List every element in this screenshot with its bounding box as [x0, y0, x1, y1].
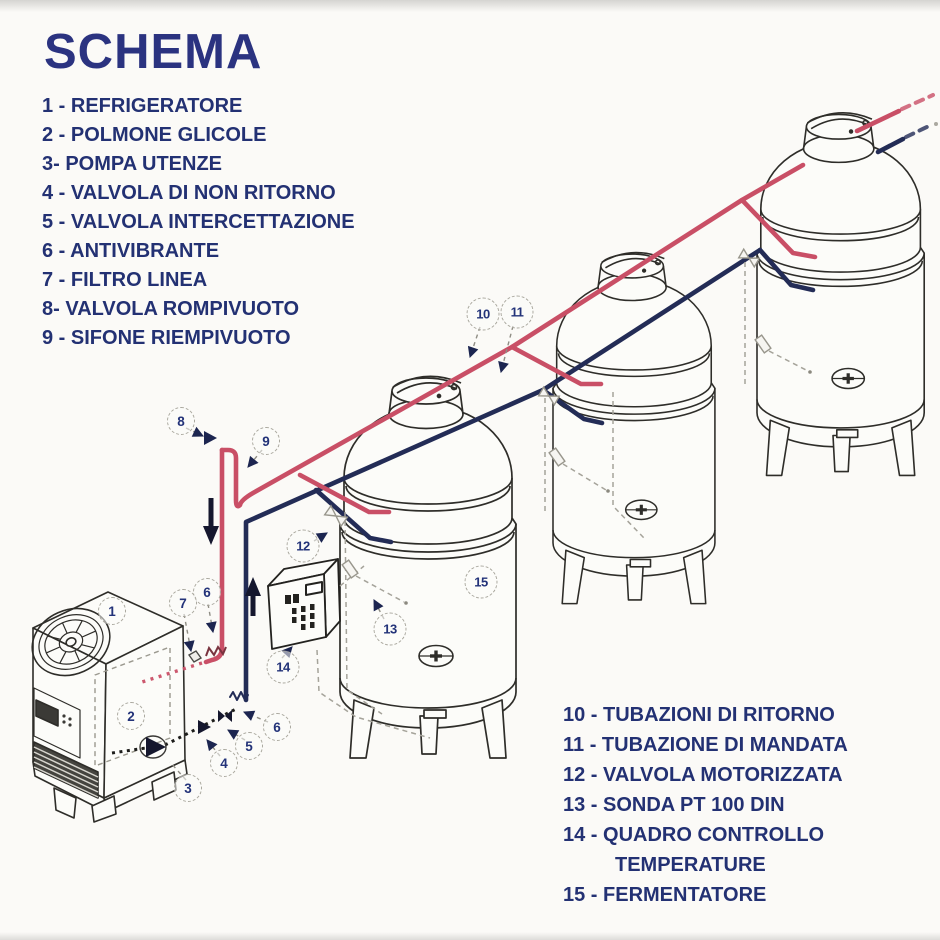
legend-item-1: 1 - REFRIGERATORE [42, 95, 243, 117]
legend-item-15: 15 - FERMENTATORE [563, 884, 767, 906]
callout-13: 13 [373, 612, 407, 646]
pump-icon [146, 737, 166, 757]
glycol-buffer-dashed-box [94, 646, 171, 767]
legend-item-8: 8- VALVOLA ROMPIVUOTO [42, 298, 300, 320]
callout-11: 11 [500, 295, 534, 329]
temperature-probe-icon-1 [341, 559, 359, 579]
fan-icon [31, 607, 111, 677]
callout-7: 7 [169, 589, 197, 617]
callout-2: 2 [117, 702, 145, 730]
legend-item-3: 3- POMPA UTENZE [42, 153, 223, 175]
callout-15: 15 [464, 565, 498, 599]
panel-buttons [285, 594, 315, 630]
return-drop-pipe [203, 447, 225, 665]
refrigerator-unit [31, 591, 188, 823]
antivibration-coil-blue [229, 691, 249, 701]
legend-item-14: 14 - QUADRO CONTROLLO [563, 824, 825, 846]
legend-item-7: 7 - FILTRO LINEA [42, 269, 208, 291]
page-title: SCHEMA [44, 25, 263, 79]
legend-item-2: 2 - POLMONE GLICOLE [42, 124, 267, 146]
vacuum-breaker-valve-icon [204, 431, 217, 445]
flow-up-arrow [245, 577, 261, 596]
flow-arrows [203, 498, 261, 616]
temperature-probe-icon-2 [548, 447, 566, 467]
legend-item-11: 11 - TUBAZIONE DI MANDATA [563, 734, 848, 756]
legend-item-9: 9 - SIFONE RIEMPIVUOTO [42, 327, 291, 349]
motorized-valve-icon-2 [537, 385, 561, 407]
motorized-valves [323, 122, 938, 605]
callout-1: 1 [98, 597, 126, 625]
temperature-control-panel [267, 558, 341, 650]
callout-6-upper: 6 [193, 578, 221, 606]
legend-left: 1 - REFRIGERATORE 2 - POLMONE GLICOLE 3-… [42, 92, 355, 353]
callout-4: 4 [210, 749, 238, 777]
panel-display [305, 581, 323, 596]
legend-item-10: 10 - TUBAZIONI DI RITORNO [563, 704, 835, 726]
callout-14: 14 [266, 650, 300, 684]
flow-down-arrow [203, 526, 219, 545]
legend-item-12: 12 - VALVOLA MOTORIZZATA [563, 764, 843, 786]
legend-item-6: 6 - ANTIVIBRANTE [42, 240, 220, 262]
callout-12: 12 [286, 529, 320, 563]
callout-6-lower: 6 [263, 713, 291, 741]
control-wiring [316, 262, 809, 739]
legend-right: 10 - TUBAZIONI DI RITORNO 11 - TUBAZIONE… [563, 700, 848, 910]
motorized-valve-icon-1 [323, 504, 349, 528]
fermenter-tank-3 [755, 111, 926, 478]
temperature-probe-icon-3 [754, 334, 772, 354]
vent-grille [33, 741, 99, 799]
legend-item-5: 5 - VALVOLA INTERCETTAZIONE [42, 211, 355, 233]
legend-item-14-line2: TEMPERATURE [615, 854, 766, 876]
legend-item-13: 13 - SONDA PT 100 DIN [563, 794, 785, 816]
line-filter-icon [187, 650, 203, 663]
return-pipe-internal-dotted [141, 661, 203, 684]
check-valve-icon [198, 720, 211, 734]
callout-10: 10 [466, 297, 500, 331]
pump-line [111, 707, 237, 759]
shutoff-valve-icon [218, 710, 232, 722]
legend-item-4: 4 - VALVOLA DI NON RITORNO [42, 182, 336, 204]
motorized-valve-icon-3 [737, 247, 761, 269]
antivibration-coil-red [205, 645, 227, 657]
callout-3: 3 [174, 774, 202, 802]
callout-5: 5 [235, 732, 263, 760]
return-pipe-red [141, 93, 935, 684]
callout-9: 9 [252, 427, 280, 455]
callout-8: 8 [167, 407, 195, 435]
